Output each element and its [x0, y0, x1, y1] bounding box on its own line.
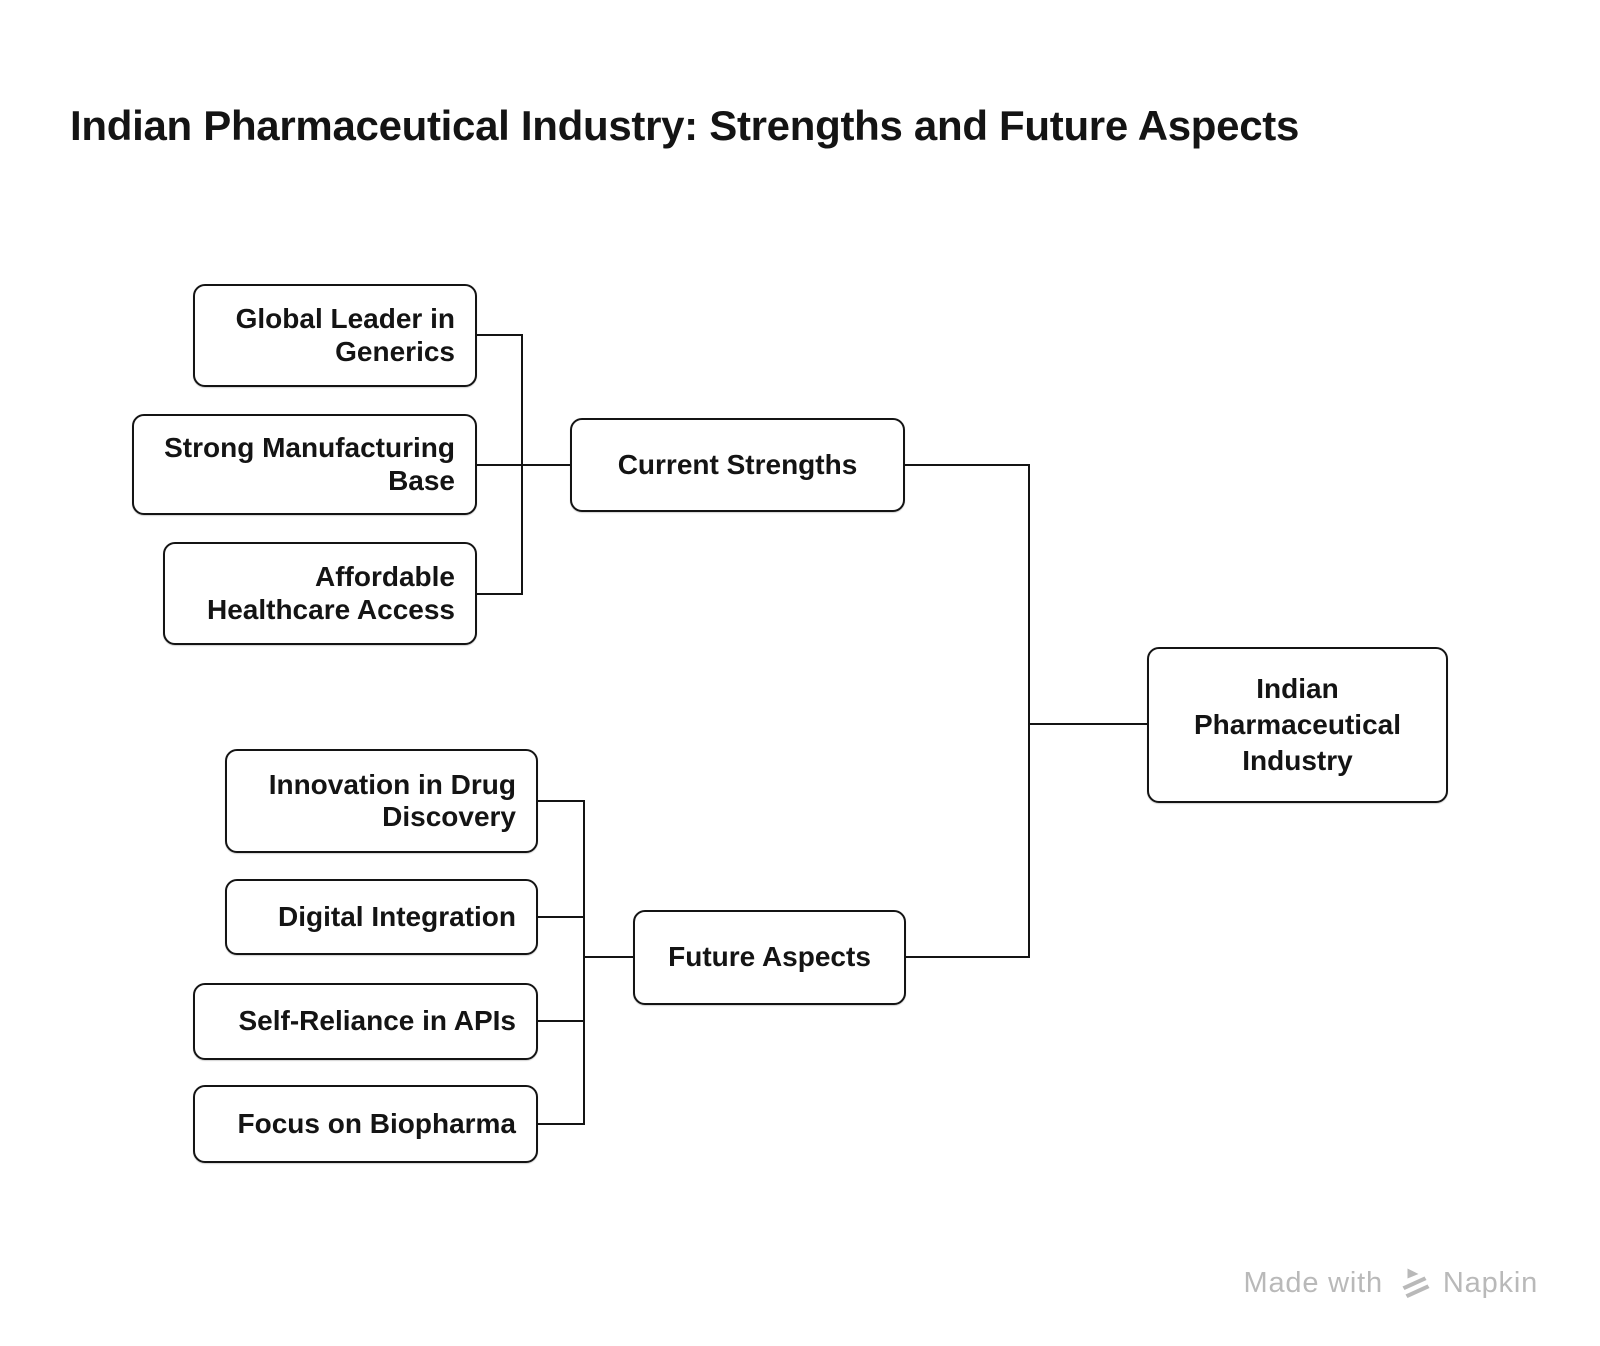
connector-strengths-to-trunk — [905, 464, 1030, 466]
watermark-prefix: Made with — [1243, 1266, 1383, 1299]
node-label: Focus on Biopharma — [237, 1107, 516, 1139]
node-label: Current Strengths — [617, 448, 858, 480]
connector-root-trunk — [1028, 464, 1030, 958]
node-label: Future Aspects — [668, 941, 871, 973]
node-strong-manufacturing-base: Strong Manufacturing Base — [132, 414, 477, 515]
node-label: Digital Integration — [278, 900, 516, 932]
connector-future-to-trunk — [906, 956, 1030, 958]
node-label: Self-Reliance in APIs — [238, 1005, 517, 1037]
node-indian-pharmaceutical-industry: Indian Pharmaceutical Industry — [1147, 647, 1448, 803]
node-label: Innovation in Drug Discovery — [268, 768, 516, 832]
node-global-leader-in-generics: Global Leader in Generics — [193, 284, 477, 387]
connector-generics-stub — [477, 334, 523, 336]
connector-manufacturing-stub — [477, 464, 570, 466]
connector-healthcare-stub — [477, 593, 523, 595]
node-innovation-in-drug-discovery: Innovation in Drug Discovery — [225, 749, 538, 853]
node-label: Strong Manufacturing Base — [164, 432, 455, 496]
page-title: Indian Pharmaceutical Industry: Strength… — [70, 102, 1300, 149]
node-future-aspects: Future Aspects — [633, 910, 906, 1005]
napkin-logo-icon — [1402, 1268, 1430, 1298]
connector-apis-stub — [538, 1020, 585, 1022]
connector-future-trunk — [583, 800, 585, 1125]
connector-digital-stub — [538, 916, 585, 918]
watermark: Made with Napkin — [1244, 1264, 1538, 1302]
watermark-brand: Napkin — [1442, 1266, 1538, 1299]
connector-biopharma-stub — [538, 1123, 585, 1125]
node-current-strengths: Current Strengths — [570, 418, 905, 512]
node-digital-integration: Digital Integration — [225, 879, 538, 955]
node-label: Affordable Healthcare Access — [206, 561, 455, 625]
connector-trunk-to-root — [1028, 723, 1147, 725]
connector-innovation-stub — [538, 800, 585, 802]
node-self-reliance-in-apis: Self-Reliance in APIs — [193, 983, 538, 1060]
node-label: Indian Pharmaceutical Industry — [1194, 673, 1401, 776]
connector-trunk-to-future — [583, 956, 633, 958]
node-affordable-healthcare-access: Affordable Healthcare Access — [163, 542, 477, 645]
node-focus-on-biopharma: Focus on Biopharma — [193, 1085, 538, 1163]
node-label: Global Leader in Generics — [235, 303, 455, 367]
